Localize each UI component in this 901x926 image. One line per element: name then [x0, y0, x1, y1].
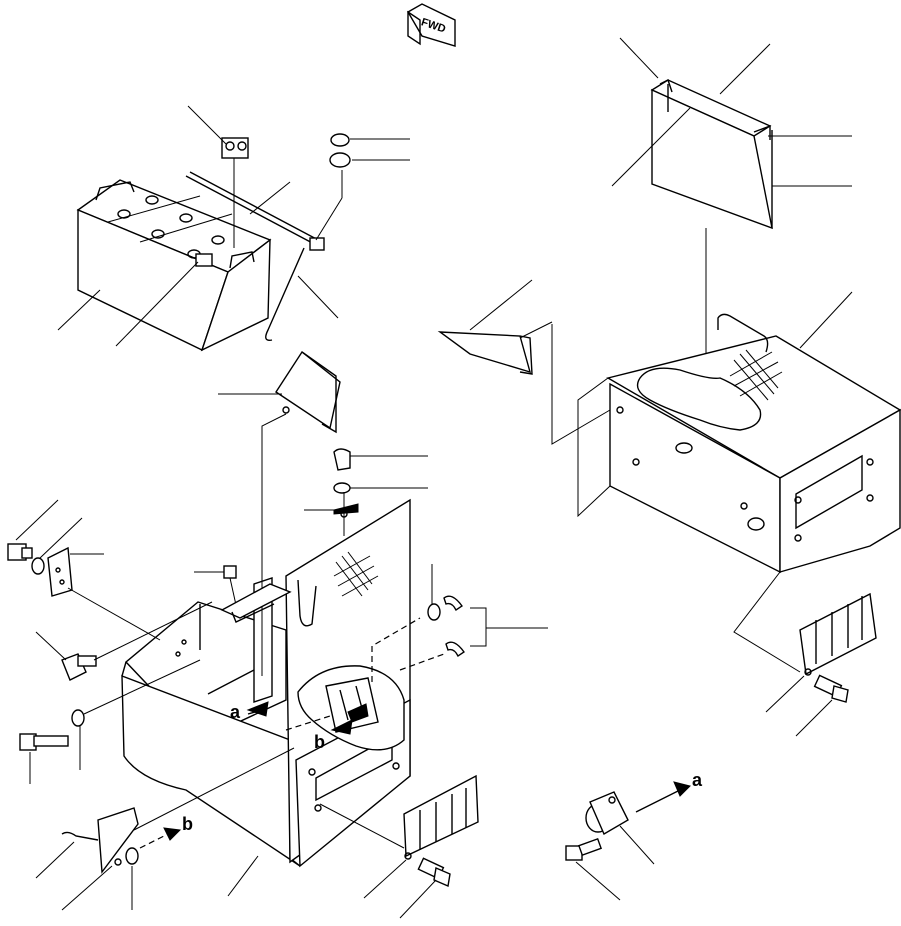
lower-left-pin [35, 747, 295, 911]
dashed-guides [285, 617, 445, 731]
side-cover-right [799, 592, 877, 676]
vent-mesh [729, 349, 783, 401]
side-cover-lower [319, 774, 479, 919]
view-a-arrow: a [230, 701, 269, 722]
view-b-marker: b [314, 719, 353, 752]
phantom-lines-right [551, 324, 801, 673]
switch-assembly [565, 791, 655, 901]
bolt-right [765, 674, 849, 737]
left-hardware [7, 499, 213, 784]
hold-down-rod [185, 171, 325, 251]
view-b-target-label: b [182, 814, 193, 834]
terminal-clamp [221, 137, 249, 159]
bracket-left [218, 350, 341, 676]
document-holder [650, 79, 773, 230]
top-bracket-strip [220, 583, 292, 623]
bracket-right [437, 279, 553, 375]
leader-lines-upper-right [611, 37, 852, 396]
leader-lines-upper-left [57, 105, 410, 347]
view-b-label: b [314, 732, 325, 752]
nut-washer [315, 133, 351, 241]
box-leader [799, 291, 853, 349]
small-screw [194, 565, 239, 615]
fwd-arrow-icon: FWD [407, 3, 456, 47]
pins-washers [427, 564, 548, 658]
battery-box-open [121, 498, 411, 868]
view-b-arrow: b [139, 814, 193, 849]
panel-mesh [333, 551, 379, 597]
battery [76, 179, 272, 352]
view-a-label: a [230, 702, 241, 722]
j-bolt [265, 247, 305, 341]
battery-box-closed [606, 313, 901, 574]
view-a-target-label: a [692, 770, 703, 790]
screw-washer-center [304, 448, 428, 536]
direction-arrow-icon: a [635, 770, 703, 813]
